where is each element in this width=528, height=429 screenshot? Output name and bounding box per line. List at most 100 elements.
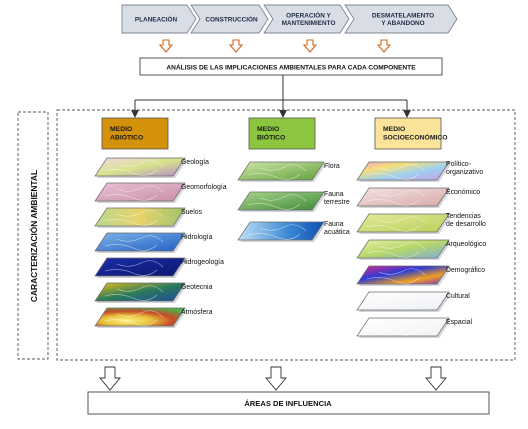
layer-label-line: organizativo [446, 169, 483, 176]
map-layer-icon [356, 213, 450, 233]
medio-title-line: MEDIO [110, 126, 132, 133]
map-texture [104, 160, 164, 176]
side-label: CARACTERIZACIÓN AMBIENTAL [28, 170, 39, 302]
layer-label-line: Flora [324, 163, 340, 170]
layer-label-line: Geología [181, 159, 209, 166]
phase-chevron [190, 4, 269, 34]
outline-down-arrow-icon [265, 366, 287, 391]
map-layer-icon [356, 239, 450, 259]
layer-label-line: Espacial [446, 319, 473, 326]
analysis-connector [131, 75, 411, 118]
layer-label-line: Hidrología [181, 234, 213, 241]
layer-label-line: Geomorfología [181, 184, 227, 191]
layer-label: Flora [324, 163, 340, 170]
layer-label-line: Arqueológico [446, 241, 486, 248]
layer-label-line: Atmósfera [181, 309, 213, 316]
map-texture [247, 164, 307, 180]
map-layer-icon [94, 207, 186, 227]
layer-label: Geología [181, 159, 209, 166]
phase-label: PLANEACIÓN [135, 14, 178, 23]
result-label: ÁREAS DE INFLUENCIA [244, 399, 332, 408]
map-texture [366, 294, 426, 310]
map-layer-icon [237, 191, 325, 211]
phase-label-line: MANTENIMIENTO [282, 20, 336, 27]
medio-title-line: MEDIO [383, 126, 405, 133]
map-layer-icon [94, 182, 186, 202]
medio-title-line: SOCIOECONÓMICO [383, 133, 448, 142]
down-arrow-icon [302, 39, 318, 53]
map-layer-icon [94, 282, 186, 302]
layer-label: Geomorfología [181, 184, 227, 191]
map-layer-icon [356, 291, 450, 311]
map-layer-icon [356, 317, 450, 337]
map-texture [366, 242, 426, 258]
layer-label-line: Demográfico [446, 267, 485, 274]
medio-header [374, 117, 442, 150]
map-texture [104, 235, 164, 251]
layer-label: Demográfico [446, 267, 485, 274]
layer-label-line: Fauna [324, 191, 344, 198]
down-arrow-icon [158, 39, 174, 53]
map-texture [366, 216, 426, 232]
layer-label-line: Fauna [324, 221, 344, 228]
layer-label-line: Geotecnia [181, 284, 213, 291]
phase-chevron [344, 4, 458, 34]
map-texture [104, 285, 164, 301]
layer-label-line: Cultural [446, 293, 470, 300]
layer-label: Cultural [446, 293, 470, 300]
map-texture [104, 210, 164, 226]
map-layer-icon [94, 307, 186, 327]
layer-label: Atmósfera [181, 309, 213, 316]
layer-label: Hidrogeología [181, 259, 224, 266]
layer-label-line: Hidrogeología [181, 259, 224, 266]
layer-label-line: terrestre [324, 199, 350, 206]
analysis-box [139, 57, 443, 76]
layer-label-line: de desarrollo [446, 221, 486, 228]
layer-label-line: Político- [446, 161, 471, 168]
outline-down-arrow-icon [99, 366, 121, 391]
map-texture [104, 310, 164, 326]
map-layer-icon [94, 232, 186, 252]
phase-label: CONSTRUCCIÓN [205, 14, 258, 23]
medio-title-line: MEDIO [257, 126, 279, 133]
map-texture [366, 164, 426, 180]
phase-down-arrows [158, 39, 392, 53]
phase-label-line: PLANEACIÓN [135, 14, 178, 23]
layer-label-line: Tendencias [446, 213, 481, 220]
layer-label-line: Económico [446, 189, 480, 196]
down-arrow-icon [376, 39, 392, 53]
map-texture [104, 260, 164, 276]
layer-label: Hidrología [181, 234, 213, 241]
layer-label: Económico [446, 189, 480, 196]
result-down-arrows [99, 366, 447, 391]
phase-chevron [121, 4, 197, 34]
map-texture [366, 190, 426, 206]
side-label-box [17, 111, 49, 360]
phase-label-line: CONSTRUCCIÓN [205, 14, 258, 23]
layer-label: Suelos [181, 209, 203, 216]
map-layer-icon [356, 161, 450, 181]
result-box [87, 391, 490, 415]
map-texture [366, 320, 426, 336]
map-layer-icon [237, 221, 325, 241]
map-layer-icon [356, 265, 450, 285]
phase-label-line: Y ABANDONO [381, 20, 424, 27]
map-layer-icon [94, 257, 186, 277]
medio-header [101, 117, 169, 150]
map-layer-icon [237, 161, 325, 181]
phase-label-line: OPERACIÓN Y [286, 11, 331, 20]
outline-down-arrow-icon [425, 366, 447, 391]
